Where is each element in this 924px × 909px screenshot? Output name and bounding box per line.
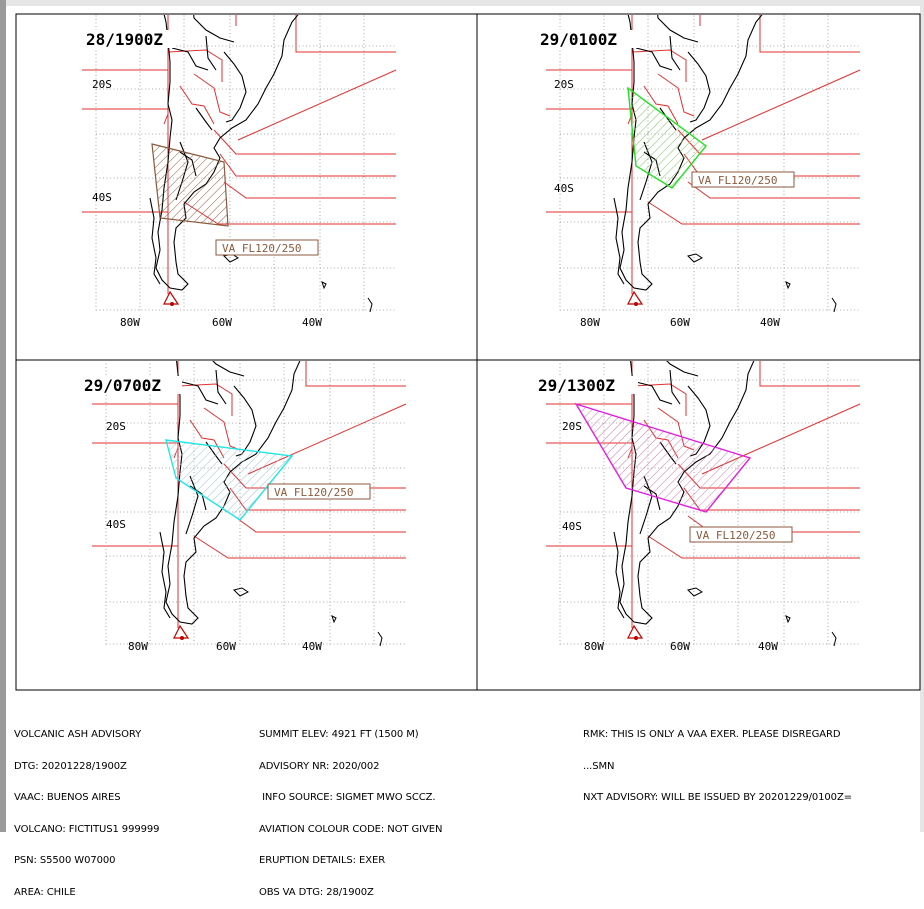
advisory-line: ERUPTION DETAILS: EXER <box>259 855 386 866</box>
advisory-line: VOLCANO: FICTITUS1 999999 <box>14 823 160 835</box>
time-label-bg <box>538 30 638 48</box>
advisory-text-col3: RMK: THIS IS ONLY A VAA EXER. PLEASE DIS… <box>583 709 852 814</box>
time-label-bg <box>82 376 182 394</box>
advisory-text-col1: VOLCANIC ASH ADVISORY DTG: 20201228/1900… <box>14 709 159 909</box>
time-label-bg <box>536 376 638 394</box>
ash-polygon <box>151 143 229 227</box>
lat-label-20s: 20S <box>554 78 574 91</box>
lon-label-60w: 60W <box>212 316 232 329</box>
advisory-text-col2: SUMMIT ELEV: 4921 FT (1500 M) ADVISORY N… <box>259 709 442 909</box>
window-right-edge <box>920 0 924 832</box>
lon-label-60w: 60W <box>670 640 690 653</box>
panel-time-label: 28/1900Z <box>86 30 163 49</box>
advisory-line: VOLCANIC ASH ADVISORY <box>14 729 142 740</box>
va-level-label: VA FL120/250 <box>222 242 301 255</box>
va-level-label: VA FL120/250 <box>698 174 777 187</box>
map-panel-1: VA FL120/250 28/1900Z 20S 40S 80W 60W 40… <box>81 15 397 329</box>
lat-label-40s: 40S <box>106 518 126 531</box>
ash-polygon <box>627 86 708 189</box>
lat-label-20s: 20S <box>562 420 582 433</box>
lon-label-80w: 80W <box>584 640 604 653</box>
advisory-map-grid: VA FL120/250 28/1900Z 20S 40S 80W 60W 40… <box>15 13 921 691</box>
map-panel-3: VA FL120/250 29/0700Z 20S 40S 80W 60W 40… <box>82 361 407 653</box>
va-label-box <box>691 171 795 188</box>
map-panel-4: VA FL120/250 29/1300Z 20S 40S 80W 60W 40… <box>536 361 861 653</box>
advisory-line: ADVISORY NR: 2020/002 <box>259 760 380 772</box>
ash-polygon <box>165 439 294 521</box>
lon-label-80w: 80W <box>120 316 140 329</box>
advisory-line: VAAC: BUENOS AIRES <box>14 792 121 803</box>
lat-label-40s: 40S <box>92 191 112 204</box>
advisory-line: AREA: CHILE <box>14 886 76 898</box>
ash-polygon <box>574 402 752 513</box>
advisory-line: AVIATION COLOUR CODE: NOT GIVEN <box>259 823 443 835</box>
advisory-line: DTG: 20201228/1900Z <box>14 760 127 772</box>
lat-label-40s: 40S <box>554 182 574 195</box>
panel-time-label: 29/0700Z <box>84 376 161 395</box>
lon-label-80w: 80W <box>580 316 600 329</box>
lat-label-40s: 40S <box>562 520 582 533</box>
lon-label-60w: 60W <box>670 316 690 329</box>
lon-label-80w: 80W <box>128 640 148 653</box>
advisory-line: NXT ADVISORY: WILL BE ISSUED BY 20201229… <box>583 792 852 803</box>
panel-frame <box>15 13 921 691</box>
va-label-box <box>215 239 319 256</box>
lon-label-60w: 60W <box>216 640 236 653</box>
advisory-line: RMK: THIS IS ONLY A VAA EXER. PLEASE DIS… <box>583 729 841 740</box>
advisory-line: OBS VA DTG: 28/1900Z <box>259 886 374 898</box>
panel-time-label: 29/1300Z <box>538 376 615 395</box>
lat-label-20s: 20S <box>92 78 112 91</box>
time-label-bg <box>84 30 176 48</box>
va-level-label: VA FL120/250 <box>696 529 775 542</box>
advisory-line: ...SMN <box>583 760 615 772</box>
advisory-line: INFO SOURCE: SIGMET MWO SCCZ. <box>259 792 436 803</box>
va-label-box <box>267 483 371 500</box>
lon-label-40w: 40W <box>302 316 322 329</box>
map-panel-2: VA FL120/250 29/0100Z 20S 40S 80W 60W 40… <box>538 15 861 329</box>
va-level-label: VA FL120/250 <box>274 486 353 499</box>
lon-label-40w: 40W <box>758 640 778 653</box>
window-top-strip <box>0 0 924 6</box>
advisory-line: PSN: S5500 W07000 <box>14 855 116 866</box>
va-label-box <box>689 526 793 543</box>
window-left-border <box>0 0 6 832</box>
lon-label-40w: 40W <box>302 640 322 653</box>
panel-time-label: 29/0100Z <box>540 30 617 49</box>
advisory-line: SUMMIT ELEV: 4921 FT (1500 M) <box>259 729 419 740</box>
lat-label-20s: 20S <box>106 420 126 433</box>
lon-label-40w: 40W <box>760 316 780 329</box>
